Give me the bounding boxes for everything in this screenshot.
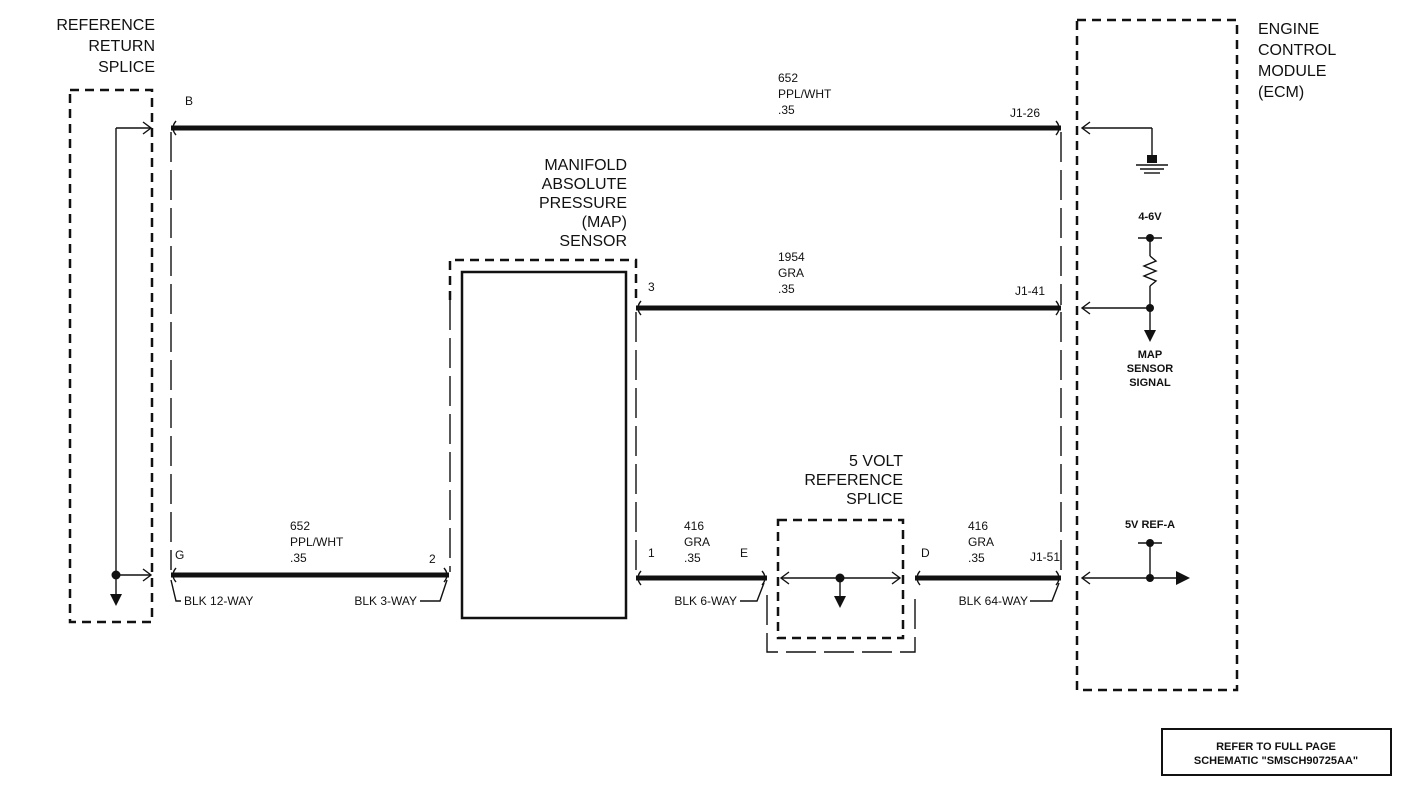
reference-note-line-1: REFER TO FULL PAGE	[1216, 741, 1336, 753]
reference-note: REFER TO FULL PAGE SCHEMATIC "SMSCH90725…	[1161, 728, 1392, 776]
wire-bottom-mid-right-end	[761, 570, 766, 586]
blk12-leader	[170, 579, 181, 602]
ecm-ground-block	[1147, 155, 1157, 163]
reference-return-splice: REFERENCE RETURN SPLICE	[56, 17, 155, 624]
wire-bottom-left-right-end	[443, 567, 448, 583]
five-volt-splice-box	[776, 518, 905, 640]
reference-note-line-2: SCHEMATIC "SMSCH90725AA"	[1194, 755, 1358, 767]
splice-arrow-bottom	[142, 568, 153, 582]
wire-top-pin-right: J1-26	[1010, 106, 1040, 120]
reference-note-box	[1161, 728, 1392, 776]
map-sensor-label-1: MANIFOLD	[544, 157, 627, 174]
wire-bottom-mid-pin-left: 1	[648, 546, 655, 560]
five-volt-splice-arrow-right	[891, 571, 902, 585]
ecm-signal-arrow	[1144, 330, 1156, 342]
wire-middle: 3 J1-41 1954 GRA .35	[636, 250, 1061, 316]
wire-bottom-left-pin-left: G	[175, 548, 184, 562]
five-volt-splice-down-arrow	[834, 596, 846, 608]
wire-bottom-mid: 1 E 416 GRA .35 BLK 6-WAY	[636, 519, 767, 608]
five-volt-splice-arrow-left	[779, 571, 790, 585]
resistor-icon	[1142, 255, 1158, 287]
wire-middle-gauge: .35	[778, 282, 795, 296]
blk3-leader	[420, 579, 448, 602]
wire-top-left-end	[172, 120, 177, 136]
wire-middle-pin-left: 3	[648, 280, 655, 294]
ref-return-splice-label-1: REFERENCE	[56, 17, 155, 34]
ground-icon	[1136, 164, 1168, 174]
wire-bottom-left-gauge: .35	[290, 551, 307, 565]
wire-middle-circuit: 1954	[778, 250, 805, 264]
ecm-voltage-label: 4-6V	[1138, 211, 1162, 223]
wire-top: B J1-26 652 PPL/WHT .35	[171, 71, 1061, 136]
wire-top-circuit: 652	[778, 71, 798, 85]
map-sensor: MANIFOLD ABSOLUTE PRESSURE (MAP) SENSOR	[448, 157, 638, 620]
map-signal-label-1: MAP	[1138, 349, 1162, 361]
wire-bottom-right-pin-right: J1-51	[1030, 550, 1060, 564]
map-sensor-label-5: SENSOR	[559, 233, 627, 250]
map-signal-label-2: SENSOR	[1127, 363, 1174, 375]
connector-outline-lines	[170, 132, 1062, 572]
ref-return-splice-box	[68, 88, 154, 624]
ecm-arrow-j1-41	[1080, 301, 1091, 315]
wire-bottom-mid-pin-right: E	[740, 546, 748, 560]
ecm-label-1: ENGINE	[1258, 21, 1319, 38]
five-volt-splice-outer-dash	[766, 595, 916, 653]
wire-bottom-left: G 2 652 PPL/WHT .35 BLK 12-WAY BLK 3-WAY	[170, 519, 449, 608]
ecm-box	[1075, 18, 1239, 692]
engine-control-module: ENGINE CONTROL MODULE (ECM) 4-6V MAP SEN…	[1075, 18, 1336, 692]
wire-bottom-right-pin-left: D	[921, 546, 930, 560]
map-sensor-dashed-top	[448, 258, 638, 300]
ecm-label-2: CONTROL	[1258, 42, 1336, 59]
connector-blk12-label: BLK 12-WAY	[184, 594, 253, 608]
wire-bottom-right-gauge: .35	[968, 551, 985, 565]
wire-bottom-mid-circuit: 416	[684, 519, 704, 533]
ecm-arrow-j1-51	[1080, 571, 1091, 585]
splice-arrow-top	[142, 121, 153, 135]
splice-junction-dot	[111, 570, 121, 580]
blk64-leader	[1030, 582, 1060, 602]
ecm-label-3: MODULE	[1258, 63, 1326, 80]
five-volt-reference-splice: 5 VOLT REFERENCE SPLICE	[766, 453, 916, 653]
connector-blk6-label: BLK 6-WAY	[674, 594, 737, 608]
blk6-leader	[740, 582, 765, 602]
wire-bottom-left-color: PPL/WHT	[290, 535, 344, 549]
ref-return-splice-label-2: RETURN	[88, 38, 155, 55]
wire-top-gauge: .35	[778, 103, 795, 117]
wire-bottom-right-color: GRA	[968, 535, 994, 549]
wire-bottom-right: D J1-51 416 GRA .35 BLK 64-WAY	[915, 519, 1061, 608]
wire-bottom-right-left-end	[916, 570, 921, 586]
ecm-label-4: (ECM)	[1258, 84, 1304, 101]
five-volt-splice-label-2: REFERENCE	[804, 472, 903, 489]
splice-ground-arrow	[110, 594, 122, 606]
wire-middle-color: GRA	[778, 266, 804, 280]
wire-top-pin-left: B	[185, 94, 193, 108]
wire-top-color: PPL/WHT	[778, 87, 832, 101]
wire-bottom-mid-left-end	[637, 570, 642, 586]
wire-middle-pin-right: J1-41	[1015, 284, 1045, 298]
map-sensor-body	[460, 270, 628, 620]
wire-bottom-right-right-end	[1055, 570, 1060, 586]
ecm-ref-out-arrow	[1176, 571, 1190, 585]
ecm-ref-label: 5V REF-A	[1125, 519, 1175, 531]
five-volt-splice-label-1: 5 VOLT	[849, 453, 903, 470]
wire-bottom-mid-color: GRA	[684, 535, 710, 549]
map-sensor-label-3: PRESSURE	[539, 195, 627, 212]
wire-middle-right-end	[1055, 300, 1060, 316]
wire-middle-left-end	[637, 300, 642, 316]
five-volt-splice-label-3: SPLICE	[846, 491, 903, 508]
ref-return-splice-label-3: SPLICE	[98, 59, 155, 76]
map-sensor-label-4: (MAP)	[582, 214, 627, 231]
wire-bottom-left-circuit: 652	[290, 519, 310, 533]
map-sensor-label-2: ABSOLUTE	[542, 176, 627, 193]
map-signal-label-3: SIGNAL	[1129, 377, 1171, 389]
wire-bottom-left-pin-right: 2	[429, 552, 436, 566]
wire-bottom-left-left-end	[172, 567, 177, 583]
connector-blk3-label: BLK 3-WAY	[354, 594, 417, 608]
wire-top-right-end	[1055, 120, 1060, 136]
wire-bottom-right-circuit: 416	[968, 519, 988, 533]
connector-blk64-label: BLK 64-WAY	[959, 594, 1028, 608]
wire-bottom-mid-gauge: .35	[684, 551, 701, 565]
